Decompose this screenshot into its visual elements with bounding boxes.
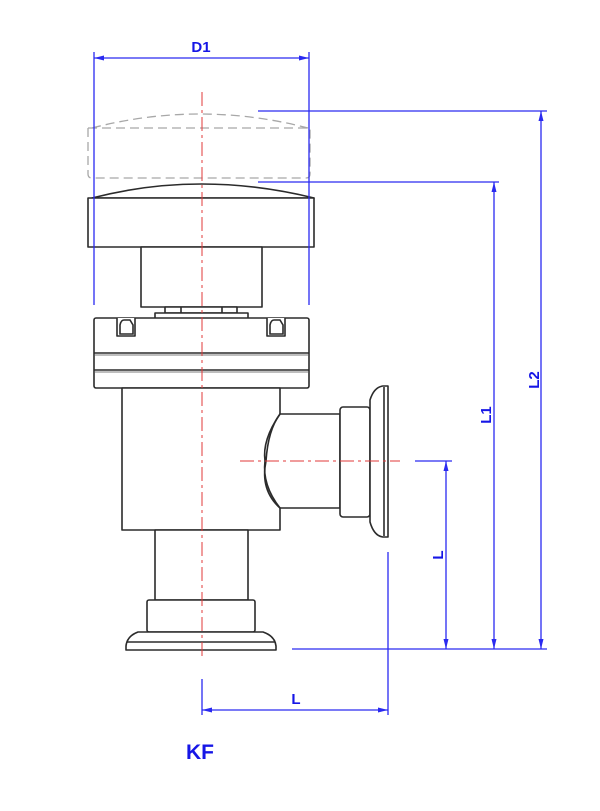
- label-l2: L2: [526, 371, 543, 389]
- centerlines: [201, 92, 400, 660]
- label-l-horizontal: L: [291, 691, 300, 708]
- handwheel-open-phantom: [87, 113, 311, 179]
- dimension-l1: L1: [258, 181, 499, 649]
- valve-body: [121, 387, 281, 531]
- dimension-d1: D1: [93, 39, 310, 305]
- dimension-l2: L2: [258, 110, 547, 649]
- label-l1: L1: [478, 406, 495, 424]
- drawing-title: KF: [186, 741, 214, 764]
- dimension-l-horizontal: L: [201, 552, 389, 715]
- label-d1: D1: [191, 39, 210, 56]
- bottom-port: [125, 529, 277, 651]
- label-l-vertical: L: [430, 550, 447, 559]
- handwheel: [87, 183, 315, 248]
- dimension-l-vertical: L: [415, 460, 452, 649]
